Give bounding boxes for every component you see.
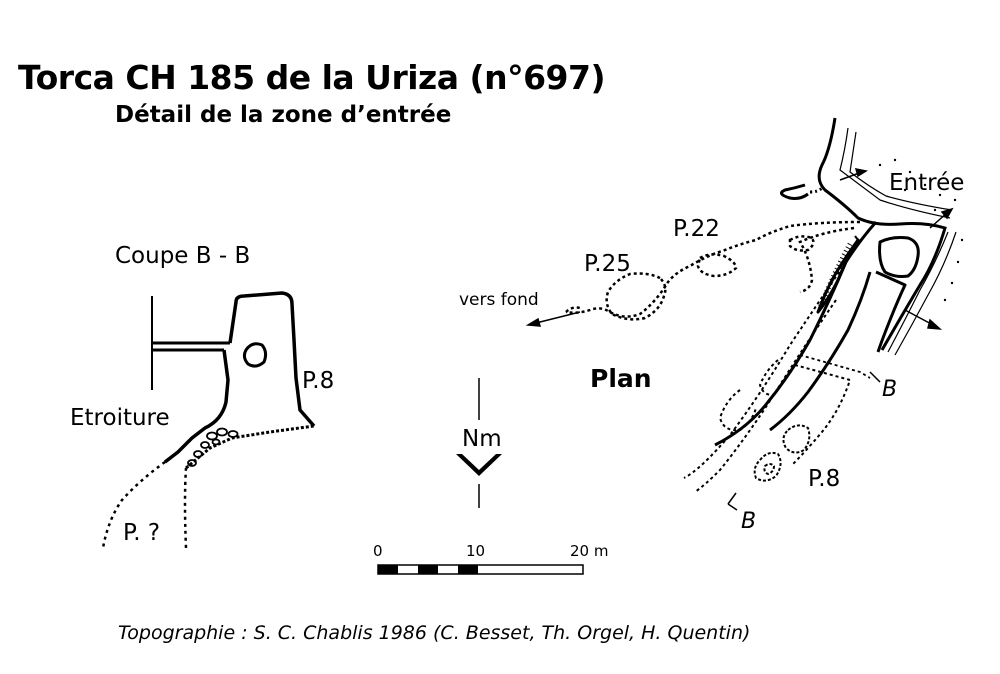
- scale-tick-20m: 20 m: [570, 542, 608, 560]
- unknown-pitch-label: P. ?: [123, 520, 160, 546]
- p8-chamber: [753, 424, 811, 482]
- section-mark-top: B: [882, 377, 897, 402]
- scale-bar-segment: [418, 565, 438, 574]
- shaft-p8-label: P.8: [302, 368, 334, 394]
- boulder-cluster: [187, 427, 239, 467]
- section-mark-bottom: B: [741, 509, 756, 534]
- north-arrow: Nm: [456, 378, 502, 508]
- scale-bar: 0 10 20 m: [373, 542, 608, 575]
- scale-bar-frame: [377, 564, 584, 575]
- section-heading: Coupe B - B: [115, 243, 250, 269]
- surface-texture: [878, 158, 964, 302]
- shaft-wall-left: [163, 349, 230, 464]
- squeeze-passage: [152, 341, 230, 352]
- survey-title: Torca CH 185 de la Uriza (n°697): [18, 58, 606, 97]
- lower-passage-right: [183, 467, 188, 549]
- plan-view: Plan: [459, 117, 964, 534]
- scale-tick-0: 0: [373, 542, 383, 560]
- scale-tick-10: 10: [466, 542, 485, 560]
- plan-heading: Plan: [590, 364, 652, 393]
- survey-credit: Topographie : S. C. Chablis 1986 (C. Bes…: [118, 622, 751, 644]
- survey-subtitle: Détail de la zone d’entrée: [115, 102, 452, 128]
- surface-flow-arrows: [839, 168, 954, 330]
- shaft-wall-right: [228, 291, 316, 428]
- north-arrow-head-inner: [462, 454, 496, 470]
- scale-bar-segment: [378, 565, 398, 574]
- vers-fond-arrow: [525, 311, 581, 327]
- lower-passages: [683, 261, 871, 493]
- entrance-label: Entrée: [889, 170, 964, 196]
- rock-pillar: [242, 342, 268, 368]
- north-arrow-label: Nm: [462, 426, 502, 452]
- hatched-wall: [817, 242, 853, 309]
- p25-label: P.25: [584, 251, 631, 277]
- entrance-passages: [714, 221, 920, 447]
- p22-label: P.22: [673, 216, 720, 242]
- upper-passages: [565, 220, 861, 321]
- vers-fond-label: vers fond: [459, 290, 539, 310]
- section-line-b-b: [727, 371, 881, 511]
- surface-valley: [779, 117, 957, 356]
- plan-p8-label: P.8: [808, 466, 840, 492]
- squeeze-label: Etroiture: [70, 405, 170, 431]
- shaft-floor-boulders: [185, 424, 315, 470]
- lower-passage-left: [101, 460, 166, 549]
- cross-section: Coupe B - B Etroiture P.8 P. ?: [70, 243, 334, 549]
- scale-bar-segment: [458, 565, 478, 574]
